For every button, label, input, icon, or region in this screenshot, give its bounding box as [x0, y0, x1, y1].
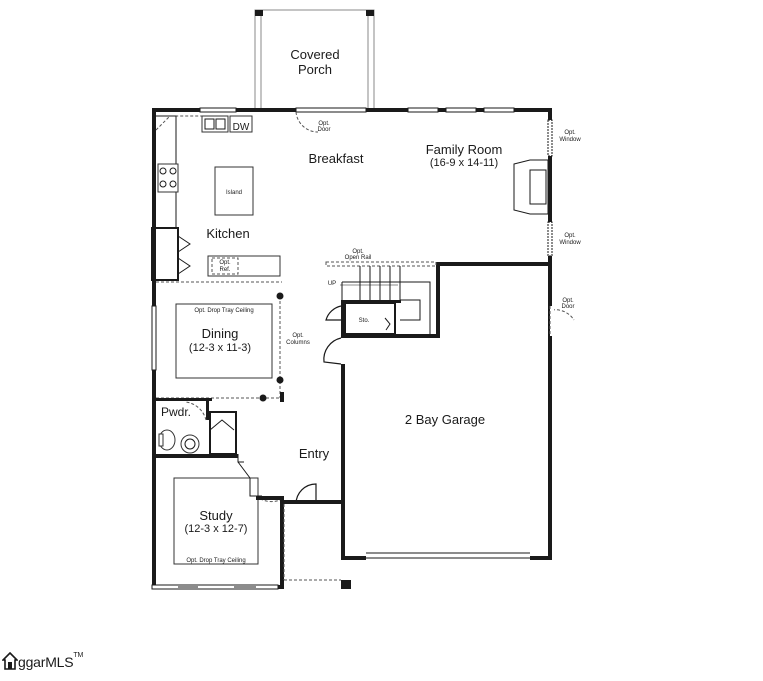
dining-dim: (12-3 x 11-3) — [189, 342, 251, 354]
annotation-labels: DW Opt. Door Opt. Window Opt. Window Opt… — [186, 121, 581, 564]
opt-door-top-line2: Door — [317, 127, 330, 133]
room-labels: Covered Porch Breakfast Family Room (16-… — [161, 47, 502, 535]
opt-window-1-line2: Window — [559, 137, 581, 143]
opt-window-1-line1: Opt. — [564, 130, 576, 136]
opt-window-2-line1: Opt. — [564, 233, 576, 239]
dw-label: DW — [233, 122, 250, 133]
breakfast-label: Breakfast — [309, 151, 364, 166]
porch-label-line2: Porch — [298, 62, 332, 77]
entry-label: Entry — [299, 446, 330, 461]
opt-open-rail-line1: Opt. — [352, 249, 364, 255]
powder-room — [152, 398, 244, 463]
up-label: UP — [328, 281, 336, 287]
opt-columns-line2: Columns — [286, 340, 310, 346]
fireplace — [513, 159, 549, 215]
logo-trademark: TM — [73, 652, 84, 659]
study-room — [151, 461, 284, 590]
island-label: Island — [226, 190, 242, 196]
opt-door-right-line2: Door — [561, 304, 574, 310]
windows-top — [199, 107, 515, 133]
opt-ref-line2: Ref. — [219, 267, 230, 273]
study-label: Study — [199, 508, 233, 523]
powder-label: Pwdr. — [161, 405, 191, 419]
house-logo-icon — [1, 651, 19, 670]
study-dim: (12-3 x 12-7) — [185, 523, 248, 535]
opt-open-rail-line2: Open Rail — [345, 255, 372, 261]
kitchen-counters — [151, 115, 282, 283]
opt-columns-line1: Opt. — [292, 333, 304, 339]
dining-label: Dining — [202, 326, 239, 341]
storage-label: Sto. — [359, 318, 370, 324]
garage-label: 2 Bay Garage — [405, 412, 485, 427]
opt-door-right-line1: Opt. — [562, 298, 574, 304]
kitchen-label: Kitchen — [206, 226, 249, 241]
study-tray-ceiling: Opt. Drop Tray Ceiling — [186, 558, 245, 564]
family-room-dim: (16-9 x 14-11) — [430, 157, 498, 169]
dining-room — [151, 280, 284, 402]
opt-ref-line1: Opt. — [219, 260, 231, 266]
opt-window-2-line2: Window — [559, 240, 581, 246]
entry-area — [280, 483, 344, 581]
logo-text: ggarMLS — [18, 654, 74, 670]
windows-right — [547, 119, 575, 336]
mls-logo: ggarMLSTM — [1, 651, 84, 670]
dining-tray-ceiling: Opt. Drop Tray Ceiling — [194, 308, 253, 314]
stairs — [323, 261, 437, 365]
porch-label-line1: Covered — [290, 47, 339, 62]
opt-door-top-line1: Opt. — [318, 121, 330, 127]
family-room-label: Family Room — [426, 142, 503, 157]
